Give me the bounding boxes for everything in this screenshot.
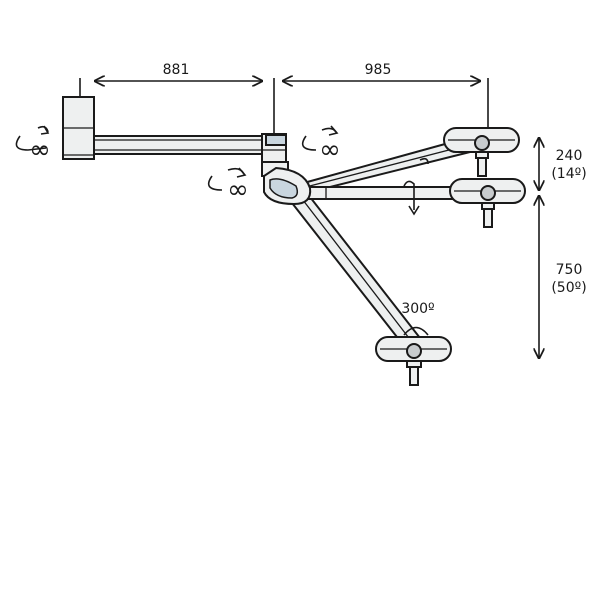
reach-length-label: 985 [365,62,392,78]
upper-arm-pivot-arc [419,157,429,165]
dimension-240: 240 (14º) [539,138,587,190]
central-hub [261,161,312,206]
lower-height-label: 750 [556,262,583,278]
arm-length-label: 881 [163,62,190,78]
rotation-indicator-mount: ∞ [15,125,51,165]
infinity-icon-arm: ∞ [319,135,341,165]
rotation-indicator-hub: ∞ [207,167,249,205]
head-rotation-label: 300º [401,301,434,317]
upper-height-label: 240 [556,148,583,164]
infinity-icon-mount: ∞ [29,135,51,165]
infinity-icon-hub: ∞ [227,175,249,205]
rotation-indicator-arm: ∞ [301,125,341,165]
lower-arm [283,186,422,348]
arm-joint-highlight [265,134,287,146]
horizontal-arm [93,133,287,165]
upper-angle-label: (14º) [551,166,586,182]
lamp-head-bottom [375,336,452,386]
lamp-head-top [443,127,520,177]
lamp-head-middle [449,178,526,228]
dimension-750: 750 (50º) [539,196,587,358]
dimension-985: 985 [283,62,489,130]
vertical-rotation-arrow-icon [403,180,420,216]
middle-arm [299,186,461,200]
ceiling-mount [62,96,95,160]
dimension-881: 881 [79,62,275,136]
lower-angle-label: (50º) [551,280,586,296]
head-rotation-indicator: 300º [401,301,435,336]
